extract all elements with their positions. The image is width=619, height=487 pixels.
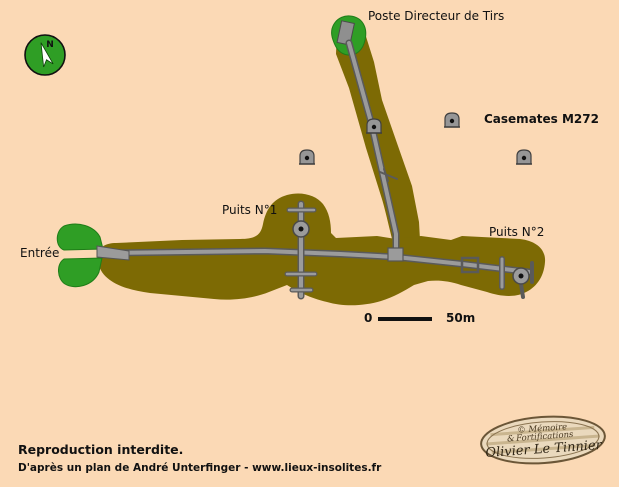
puits2-structure [460,256,534,299]
scale-zero-label: 0 [364,311,373,325]
entrance-area [56,223,104,288]
stamp-line3: Fortifications [515,430,575,444]
cloche-icon [299,149,315,165]
poste-directeur-label: Poste Directeur de Tirs [368,9,505,23]
stair-mark [379,168,398,182]
tunnel-network [99,39,533,276]
stamp-line1: © Mémoire [517,421,568,435]
poste-entrance-structure [336,20,355,46]
scale-distance-label: 50m [446,311,476,325]
casemates-label: Casemates M272 [484,112,599,126]
compass-icon: N [24,34,66,76]
entree-label: Entrée [20,246,60,260]
puits1-structure [284,200,318,300]
poste-directeur-area [331,15,367,56]
entrance-ramp [96,245,130,261]
puits1-label: Puits N°1 [222,203,278,217]
source-credit: D'après un plan de André Unterfinger - w… [18,462,382,474]
cloche-icons [299,112,532,165]
cloche-icon [444,112,460,128]
stamp-line2: & [507,434,516,445]
cloche-icon [516,149,532,165]
cloche-icon [366,118,382,134]
scale-bar [378,317,432,321]
puits2-label: Puits N°2 [489,225,545,239]
compass-north-label: N [46,40,54,50]
junction-structure [387,247,404,262]
stamp-logo: © Mémoire & Fortifications Olivier Le Ti… [480,415,606,465]
copyright-notice: Reproduction interdite. [18,442,184,457]
